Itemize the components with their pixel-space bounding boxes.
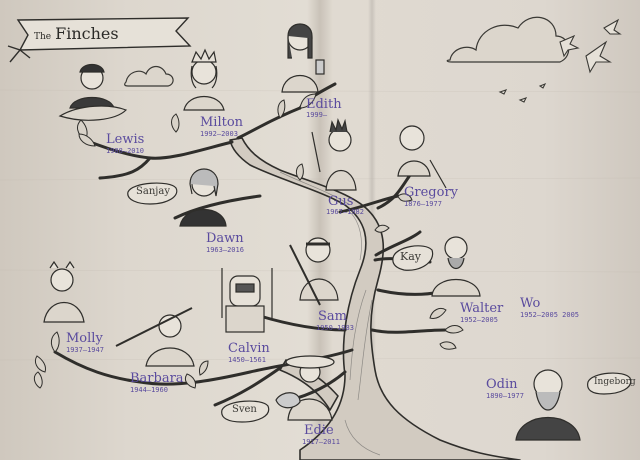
leaf-tag-ingeborg (587, 372, 632, 395)
tree-bark-texture (279, 171, 381, 456)
portraits (43, 23, 581, 441)
portrait-molly (43, 260, 85, 323)
portrait-dawn (179, 168, 227, 227)
member-dates-calvin: 1450–1561 (228, 356, 266, 364)
portrait-gregory (397, 125, 447, 189)
member-name-wo: Wo (520, 296, 541, 311)
member-dates-dawn: 1963–2016 (206, 246, 244, 254)
portrait-barbara (115, 307, 195, 367)
member-name-gregory: Gregory (404, 185, 458, 200)
cloud-icon (124, 16, 570, 87)
leaf-tag-label-sanjay: Sanjay (136, 186, 170, 197)
title-prefix: The (34, 32, 52, 42)
member-dates-edie: 1917–2011 (302, 438, 340, 446)
member-dates-molly: 1937–1947 (66, 346, 104, 354)
title-banner (7, 17, 192, 63)
member-dates-gregory: 1876–1977 (404, 200, 442, 208)
portrait-odin (515, 369, 581, 441)
tree-leaves (33, 93, 464, 389)
portrait-lewis (58, 63, 128, 121)
member-name-barbara: Barbara (130, 371, 184, 386)
portrait-sam (289, 237, 339, 306)
member-dates-barbara: 1944–1960 (130, 386, 168, 394)
leaf-tag-sanjay (127, 182, 178, 205)
title-main: Finches (55, 24, 119, 43)
name-tag-shapes (127, 182, 632, 423)
member-dates-gus: 1967–1982 (326, 208, 364, 216)
member-dates-wo: 1952–2005 2005 (520, 311, 580, 319)
member-name-walter: Walter (460, 301, 504, 316)
portrait-milton (183, 48, 225, 111)
member-name-milton: Milton (200, 115, 244, 130)
member-name-odin: Odin (486, 377, 518, 392)
leaf-tag-label-kay: Kay (400, 250, 421, 263)
portrait-edith (281, 23, 325, 93)
portrait-calvin (221, 268, 273, 333)
portrait-gus (311, 118, 357, 191)
member-dates-lewis: 1988–2010 (106, 147, 144, 155)
member-name-sam: Sam (318, 309, 347, 324)
member-name-edith: Edith (306, 97, 342, 112)
leaf-tag-label-ingeborg: Ingeborg (594, 377, 636, 387)
member-dates-sam: 1950–1983 (316, 324, 354, 332)
member-dates-edith: 1999– (306, 111, 328, 119)
member-name-dawn: Dawn (206, 231, 244, 246)
member-name-lewis: Lewis (106, 132, 145, 147)
member-name-gus: Gus (328, 194, 354, 209)
tree-trunk (229, 137, 521, 460)
portrait-walter (431, 236, 481, 297)
bird-icon (498, 18, 622, 103)
member-dates-odin: 1890–1977 (486, 392, 524, 400)
member-name-calvin: Calvin (228, 341, 270, 356)
member-name-molly: Molly (66, 331, 103, 346)
member-dates-milton: 1992–2003 (200, 130, 238, 138)
leaf-tag-label-sven: Sven (232, 404, 257, 415)
leaf-tag-sven (221, 400, 270, 423)
member-dates-walter: 1952–2005 (460, 316, 498, 324)
member-name-edie: Edie (304, 423, 334, 438)
portrait-edie (275, 355, 335, 421)
leaf-tag-kay (392, 245, 434, 271)
